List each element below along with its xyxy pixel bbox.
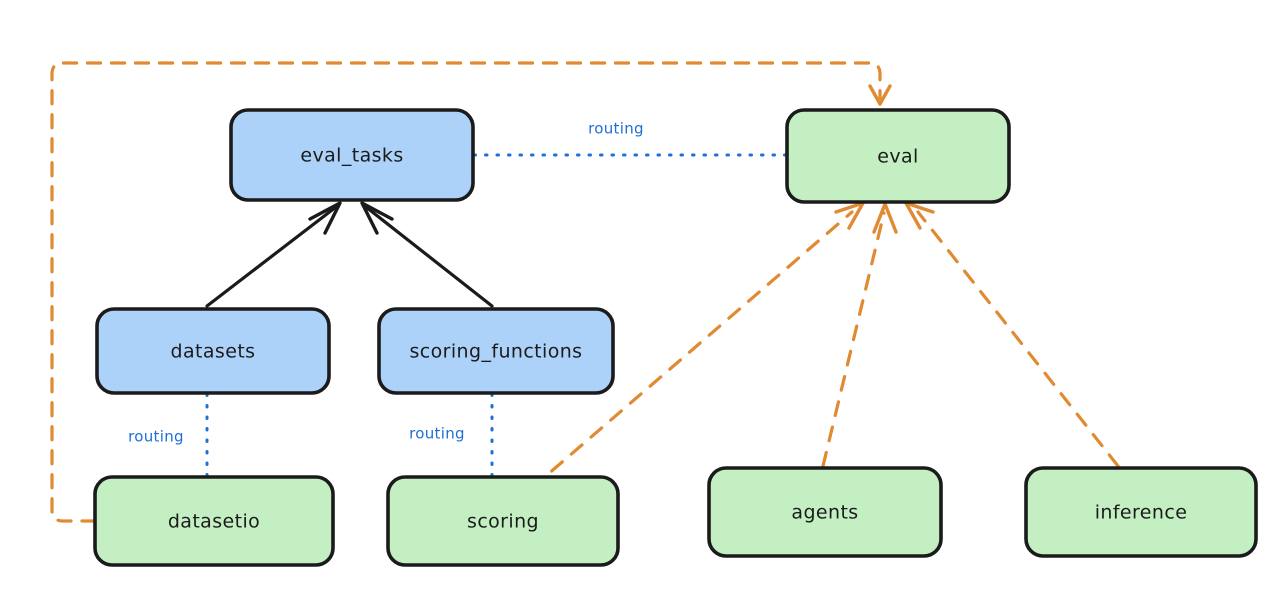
edge-inference-eval — [904, 201, 1120, 468]
edge-eval_tasks-eval: routing — [472, 120, 788, 157]
edge-datasetio-eval — [50, 61, 892, 523]
node-shape — [229, 108, 475, 202]
arrowhead — [308, 201, 342, 235]
arrowhead — [872, 202, 898, 234]
node-datasets[interactable]: datasets — [95, 307, 331, 395]
node-scoring[interactable]: scoring — [386, 475, 620, 567]
node-scoring_functions[interactable]: scoring_functions — [377, 307, 615, 395]
edge-path — [205, 205, 338, 308]
node-shape — [1024, 466, 1258, 558]
arrowhead — [360, 201, 394, 235]
edge-datasets-eval_tasks — [205, 201, 342, 308]
node-eval_tasks[interactable]: eval_tasks — [229, 108, 475, 202]
node-label: datasetio — [168, 511, 260, 533]
node-label: datasets — [171, 341, 256, 363]
edge-path — [50, 61, 882, 523]
node-inference[interactable]: inference — [1024, 466, 1258, 558]
edge-agents-eval — [821, 202, 898, 468]
edge-label-routing-eval: routing — [588, 120, 644, 138]
node-agents[interactable]: agents — [707, 466, 943, 558]
edge-datasets-datasetio: routing — [128, 392, 209, 478]
node-shape — [95, 307, 331, 395]
edge-path — [530, 210, 854, 490]
node-shape — [377, 307, 615, 395]
node-datasetio[interactable]: datasetio — [93, 475, 335, 567]
edge-label-routing-scoring: routing — [409, 425, 465, 443]
arrowhead — [868, 84, 892, 106]
node-eval[interactable]: eval — [785, 108, 1011, 204]
edge-path — [821, 211, 886, 468]
edge-scoring_functions-eval_tasks — [360, 201, 494, 308]
edge-path — [364, 205, 494, 308]
node-shape — [785, 108, 1011, 204]
node-label: scoring_functions — [410, 341, 583, 363]
edge-scoring_functions-scoring: routing — [409, 392, 494, 478]
node-shape — [386, 475, 620, 567]
node-shape — [93, 475, 335, 567]
node-shape — [707, 466, 943, 558]
node-label: eval_tasks — [300, 145, 403, 167]
edge-path — [916, 210, 1120, 468]
node-label: inference — [1095, 502, 1188, 524]
node-label: agents — [791, 502, 858, 524]
node-label: scoring — [467, 511, 539, 533]
edge-label-routing-datasetio: routing — [128, 428, 184, 446]
node-label: eval — [877, 146, 918, 168]
